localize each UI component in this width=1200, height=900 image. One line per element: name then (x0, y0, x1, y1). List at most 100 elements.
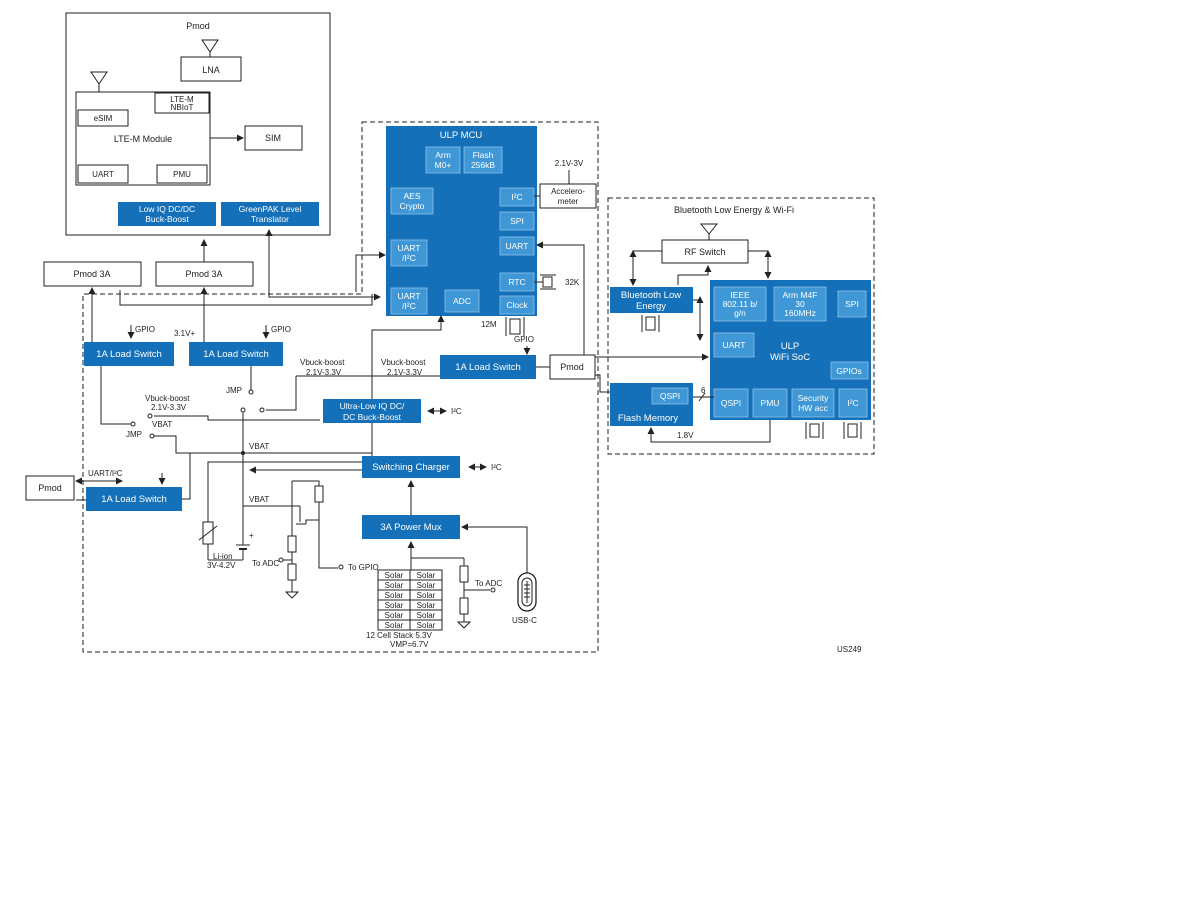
pmod3a-left-label: Pmod 3A (73, 269, 110, 279)
m4f-label-3: 160MHz (784, 308, 816, 318)
wifi-soc-label-1: ULP (781, 341, 799, 352)
mcu-uart-i2c2-label-2: /I²C (402, 301, 416, 311)
gpio-label-1: GPIO (135, 325, 155, 334)
mcu-region-border (82, 121, 599, 653)
pmod3a-left-block (43, 261, 142, 287)
solar-cell-label: Solar (417, 571, 436, 580)
antenna-icon (201, 39, 219, 57)
ble-wifi-region-border (607, 197, 875, 455)
crystal-32k-icon (534, 274, 556, 290)
mcu-uart-label: UART (506, 241, 529, 251)
pmod-right-block (549, 354, 596, 380)
ieee-label-1: IEEE (730, 290, 750, 300)
to-gpio-label: To GPIO (348, 563, 379, 572)
liion-label-1: Li-ion (213, 552, 233, 561)
antenna-icon (90, 71, 108, 92)
lte-pmu-block (156, 164, 208, 184)
ble-wifi-title: Bluetooth Low Energy & Wi-Fi (674, 205, 794, 215)
aes-label-1: AES (403, 191, 420, 201)
vbb-a-2: 2.1V-3.3V (306, 368, 342, 377)
usb-c-icon (517, 572, 537, 612)
to-adc-label-2: To ADC (475, 579, 502, 588)
m4f-label-1: Arm M4F (783, 290, 818, 300)
solar-label-1: 12 Cell Stack 5.3V (366, 631, 432, 640)
uart-i2c-label: UART/I²C (88, 469, 123, 478)
resistor-icon (459, 565, 469, 583)
dcdc-buckboost-block (118, 202, 216, 226)
load-switch-4 (86, 487, 182, 511)
bus-width-label: 6 (701, 386, 706, 395)
jmp-label-2: JMP (126, 430, 142, 439)
mcu-adc-label: ADC (453, 296, 471, 306)
battery-plus: + (249, 531, 254, 540)
gpio-label-2: GPIO (271, 325, 291, 334)
charger-label: Switching Charger (372, 462, 450, 473)
mcu-clock-label: Clock (506, 300, 528, 310)
wifi-spi-block (837, 290, 867, 318)
solar-cell-label: Solar (417, 611, 436, 620)
lte-uart-label: UART (92, 170, 114, 179)
vbat-label-1: VBAT (152, 420, 172, 429)
vbat-label-3: VBAT (249, 495, 269, 504)
dcdc-label-2: Buck-Boost (145, 214, 189, 224)
crystal-ble-icon (641, 315, 660, 332)
mcu-title: ULP MCU (440, 130, 483, 141)
mcu-uart-block (499, 236, 535, 256)
lte-module-label: LTE-M Module (114, 134, 172, 144)
mcu-gpio-label: GPIO (514, 335, 534, 344)
mcu-uart-i2c2-label-1: UART (398, 291, 421, 301)
wifi-qspi-label: QSPI (721, 398, 741, 408)
greenpak-label-1: GreenPAK Level (239, 204, 302, 214)
security-label-2: HW acc (798, 403, 829, 413)
solar-cell-label: Solar (417, 601, 436, 610)
ieee-label-3: g/n (734, 308, 746, 318)
wifi-pmu-label: PMU (761, 398, 780, 408)
solar-label-2: VMP=6.7V (390, 640, 429, 649)
mcu-spi-label: SPI (510, 216, 524, 226)
load-switch-4-label: 1A Load Switch (101, 494, 167, 505)
usb-c-label: USB-C (512, 616, 537, 625)
ble-label-1: Bluetooth Low (621, 290, 681, 301)
solar-cell-label: Solar (385, 601, 404, 610)
aes-label-2: Crypto (399, 201, 424, 211)
pmod-left-block (25, 475, 75, 501)
flash-256-label-2: 256kB (471, 160, 495, 170)
mcu-uart-i2c2-block (390, 287, 428, 315)
arm-m4f-block (773, 286, 827, 322)
load-switch-3 (440, 355, 536, 379)
lte-m-block (154, 92, 210, 114)
wifi-pmu-block (752, 388, 788, 418)
mcu-uart-i2c-label-2: /I²C (402, 253, 416, 263)
esim-label: eSIM (94, 114, 113, 123)
security-label-1: Security (798, 393, 829, 403)
ble-block (610, 287, 693, 313)
mcu-clock-block (499, 295, 535, 315)
lte-pmu-label: PMU (173, 170, 191, 179)
load-switch-3-label: 1A Load Switch (455, 362, 521, 373)
solar-cell-label: Solar (385, 591, 404, 600)
vbb-b-1: Vbuck-boost (381, 358, 426, 367)
ultra-low-buckboost-block (323, 399, 421, 423)
v31-label: 3.1V+ (174, 329, 195, 338)
esim-block (77, 109, 129, 127)
mcu-i2c-block (499, 187, 535, 207)
pmod-lte-board: Pmod LNA LTE-M Module LTE-M NBIoT eSIM U… (65, 12, 331, 236)
i2c-label-1: I²C (451, 407, 462, 416)
solar-cell-label: Solar (417, 621, 436, 630)
resistor-icon (459, 597, 469, 615)
battery-icon (208, 544, 250, 561)
solar-cell (409, 619, 443, 631)
wifi-i2c-block (838, 388, 868, 418)
security-block (791, 388, 835, 418)
arm-m0-block (425, 146, 461, 174)
load-switch-2-label: 1A Load Switch (203, 349, 269, 360)
accel-label-1: Accelero- (551, 187, 585, 196)
pmod3a-right-block (155, 261, 254, 287)
lte-m-label: LTE-M (170, 95, 194, 104)
wifi-uart-block (713, 332, 755, 358)
pmod-left-label: Pmod (38, 483, 62, 493)
accel-voltage: 2.1V-3V (555, 159, 584, 168)
pmod3a-right-label: Pmod 3A (185, 269, 222, 279)
load-switch-1 (84, 342, 174, 366)
